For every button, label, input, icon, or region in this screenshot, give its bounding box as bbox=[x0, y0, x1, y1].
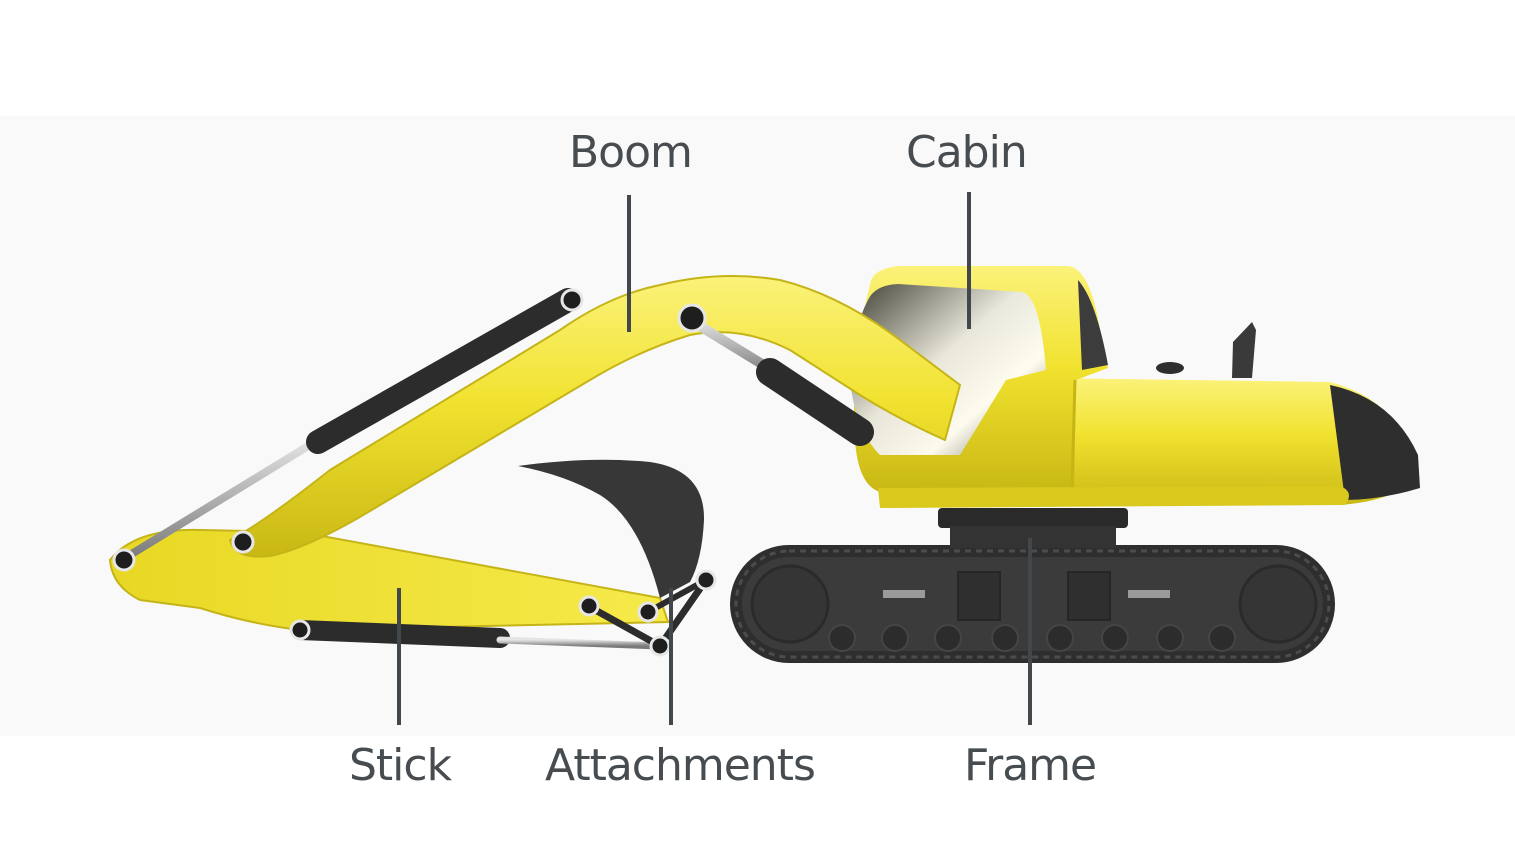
attachments-label: Attachments bbox=[545, 740, 816, 791]
idler-wheel bbox=[750, 564, 830, 644]
counterweight-bumper bbox=[1330, 385, 1420, 500]
bucket-cylinder bbox=[290, 620, 664, 650]
attachments-leader-line bbox=[669, 588, 673, 725]
stick-cylinder bbox=[121, 288, 580, 562]
boom-label: Boom bbox=[569, 127, 693, 178]
bucket-attachment bbox=[518, 459, 710, 650]
track-assembly bbox=[730, 508, 1335, 663]
stick-label: Stick bbox=[349, 740, 452, 791]
track-plate-right bbox=[1128, 590, 1170, 598]
frame-label: Frame bbox=[964, 740, 1097, 791]
stick-leader-line bbox=[397, 588, 401, 725]
track-frame-block-right bbox=[1067, 571, 1111, 621]
sprocket-wheel bbox=[1238, 564, 1318, 644]
deck-plate bbox=[878, 486, 1349, 508]
engine-cover bbox=[1050, 378, 1418, 505]
cabin-window-rear bbox=[1078, 280, 1108, 370]
boom-leader-line bbox=[627, 195, 631, 332]
track-links bbox=[734, 549, 1331, 659]
frame-leader-line bbox=[1028, 538, 1032, 725]
slewing-ring bbox=[938, 508, 1128, 528]
track-rollers bbox=[828, 624, 1236, 652]
fuel-cap bbox=[1156, 362, 1184, 374]
track-plate-left bbox=[883, 590, 925, 598]
boom-arm bbox=[228, 275, 962, 558]
cabin-label: Cabin bbox=[906, 127, 1028, 178]
cabin-leader-line bbox=[967, 192, 971, 329]
track-frame-block-left bbox=[957, 571, 1001, 621]
boom-cylinder bbox=[685, 315, 874, 446]
exhaust-pipe bbox=[1232, 322, 1256, 378]
frame-body bbox=[950, 526, 1116, 548]
pin-joints bbox=[112, 288, 717, 657]
